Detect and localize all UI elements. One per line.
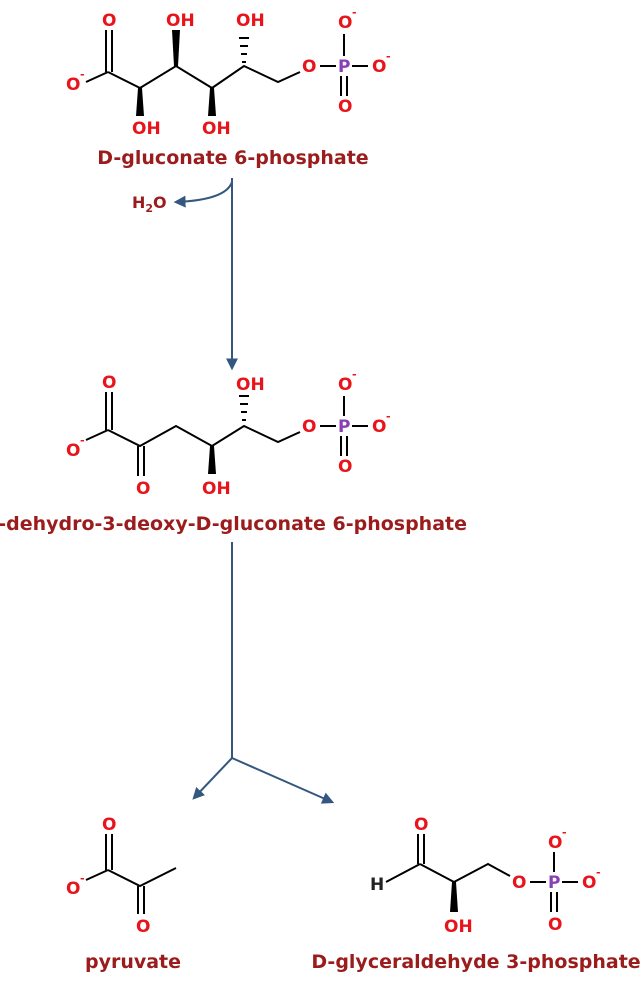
structure-pyruvate: O O - O <box>66 815 177 937</box>
atom-o: O <box>66 441 80 461</box>
atom-oh: OH <box>166 11 195 31</box>
branch-arrow-pyruvate <box>192 757 233 800</box>
wedge-bond <box>136 88 144 116</box>
compound-label-g3p: D-glyceraldehyde 3-phosphate <box>311 951 640 973</box>
atom-oh: OH <box>202 119 231 139</box>
charge-minus: - <box>562 826 567 839</box>
charge-minus: - <box>386 410 391 423</box>
hash-bond <box>239 37 249 63</box>
side-product-water: H2O <box>132 193 167 215</box>
atom-o: O <box>102 11 116 31</box>
atom-o: O <box>136 479 150 499</box>
branch-arrow-g3p <box>231 757 335 804</box>
structure-gluconate6p: O O - OH OH OH OH O P O - O - O <box>66 6 391 139</box>
atom-o: O <box>582 873 596 893</box>
atom-h: H <box>370 875 384 895</box>
atom-oh: OH <box>236 11 265 31</box>
atom-o: O <box>102 815 116 835</box>
atom-o: O <box>414 815 428 835</box>
atom-o: O <box>102 373 116 393</box>
atom-oh: OH <box>444 917 473 937</box>
charge-minus: - <box>352 368 357 381</box>
atom-o: O <box>66 75 80 95</box>
atom-p: P <box>338 417 350 437</box>
atom-o: O <box>338 13 352 33</box>
compound-label-gluconate6p: D-gluconate 6-phosphate <box>97 147 368 169</box>
atom-o: O <box>548 833 562 853</box>
atom-o: O <box>372 417 386 437</box>
wedge-bond <box>208 88 216 116</box>
charge-minus: - <box>596 866 601 879</box>
side-product-arrow <box>173 181 233 208</box>
wedge-bond <box>450 882 458 912</box>
compound-label-kdpg: 2-dehydro-3-deoxy-D-gluconate 6-phosphat… <box>0 513 467 535</box>
atom-o: O <box>512 873 526 893</box>
atom-p: P <box>338 57 350 77</box>
atom-o: O <box>338 375 352 395</box>
atom-o: O <box>136 917 150 937</box>
atom-oh: OH <box>236 375 265 395</box>
atom-o: O <box>302 57 316 77</box>
atom-o: O <box>338 97 352 117</box>
wedge-bond <box>172 30 180 66</box>
hash-bond <box>239 395 249 421</box>
wedge-bond <box>208 446 216 474</box>
atom-oh: OH <box>132 119 161 139</box>
atom-o: O <box>302 417 316 437</box>
atom-oh: OH <box>202 479 231 499</box>
atom-o: O <box>66 879 80 899</box>
compound-label-pyruvate: pyruvate <box>85 951 181 973</box>
atom-o: O <box>338 457 352 477</box>
structure-kdpg: O O - O OH OH O P O - O - O <box>66 368 391 499</box>
atom-o: O <box>372 57 386 77</box>
charge-minus: - <box>352 6 357 19</box>
charge-minus: - <box>386 50 391 63</box>
atom-o: O <box>548 915 562 935</box>
charge-minus: - <box>80 68 85 81</box>
charge-minus: - <box>80 872 85 885</box>
charge-minus: - <box>80 434 85 447</box>
atom-p: P <box>548 873 560 893</box>
structure-g3p: H O OH O P O - O - O <box>370 815 601 937</box>
